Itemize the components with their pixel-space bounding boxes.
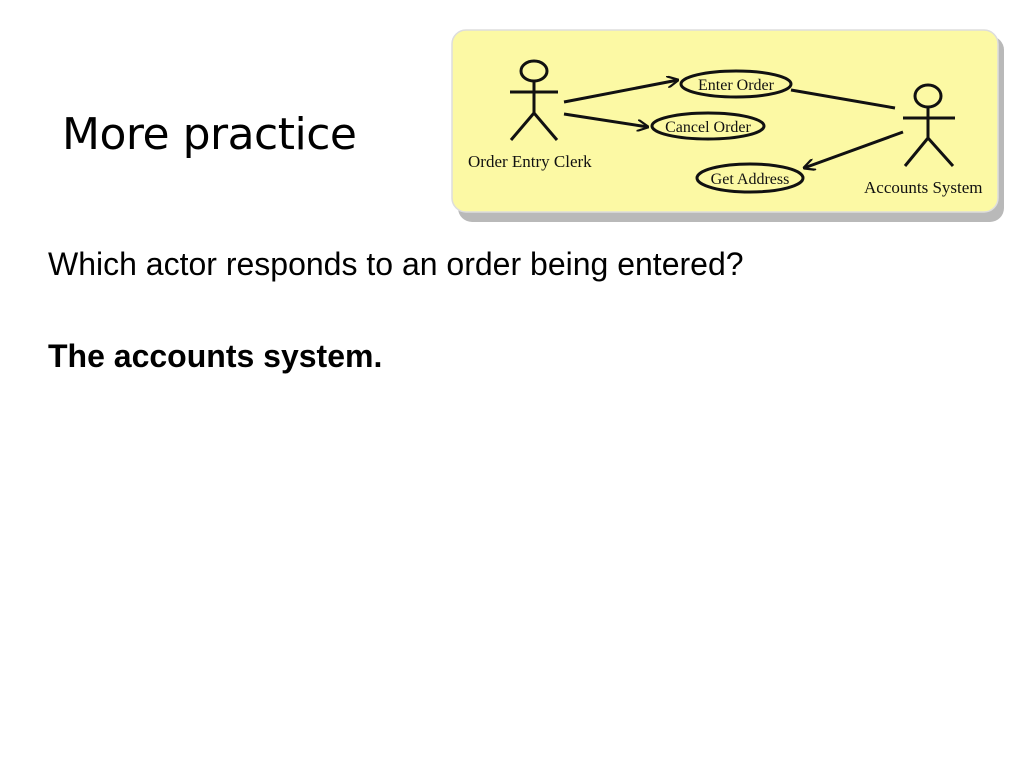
association-accounts-system-get-address: [804, 130, 904, 168]
use-case-diagram-svg: Order Entry Clerk Accounts System Enter …: [451, 29, 1004, 222]
order-entry-clerk-actor-icon: [509, 59, 559, 141]
use-case-get-address-ellipse: [695, 162, 805, 194]
use-case-diagram: Order Entry Clerk Accounts System Enter …: [448, 28, 1004, 224]
use-case-label-cancel-order: Cancel Order: [665, 119, 751, 136]
question-text: Which actor responds to an order being e…: [48, 246, 744, 282]
use-case-label-get-address: Get Address: [711, 171, 790, 188]
association-clerk-enter-order: [563, 80, 678, 104]
use-case-label-enter-order: Enter Order: [698, 77, 775, 94]
use-case-cancel-order-ellipse: [650, 111, 766, 141]
answer-text: The accounts system.: [48, 338, 383, 374]
slide-title: More practice: [62, 109, 357, 160]
accounts-system-actor-icon: [903, 83, 955, 167]
association-clerk-cancel-order: [563, 112, 648, 127]
actor-label-accounts-system: Accounts System: [864, 178, 983, 197]
actor-label-order-entry-clerk: Order Entry Clerk: [468, 152, 592, 171]
use-case-enter-order-ellipse: [679, 69, 793, 99]
association-enter-order-accounts-system: [790, 88, 896, 110]
